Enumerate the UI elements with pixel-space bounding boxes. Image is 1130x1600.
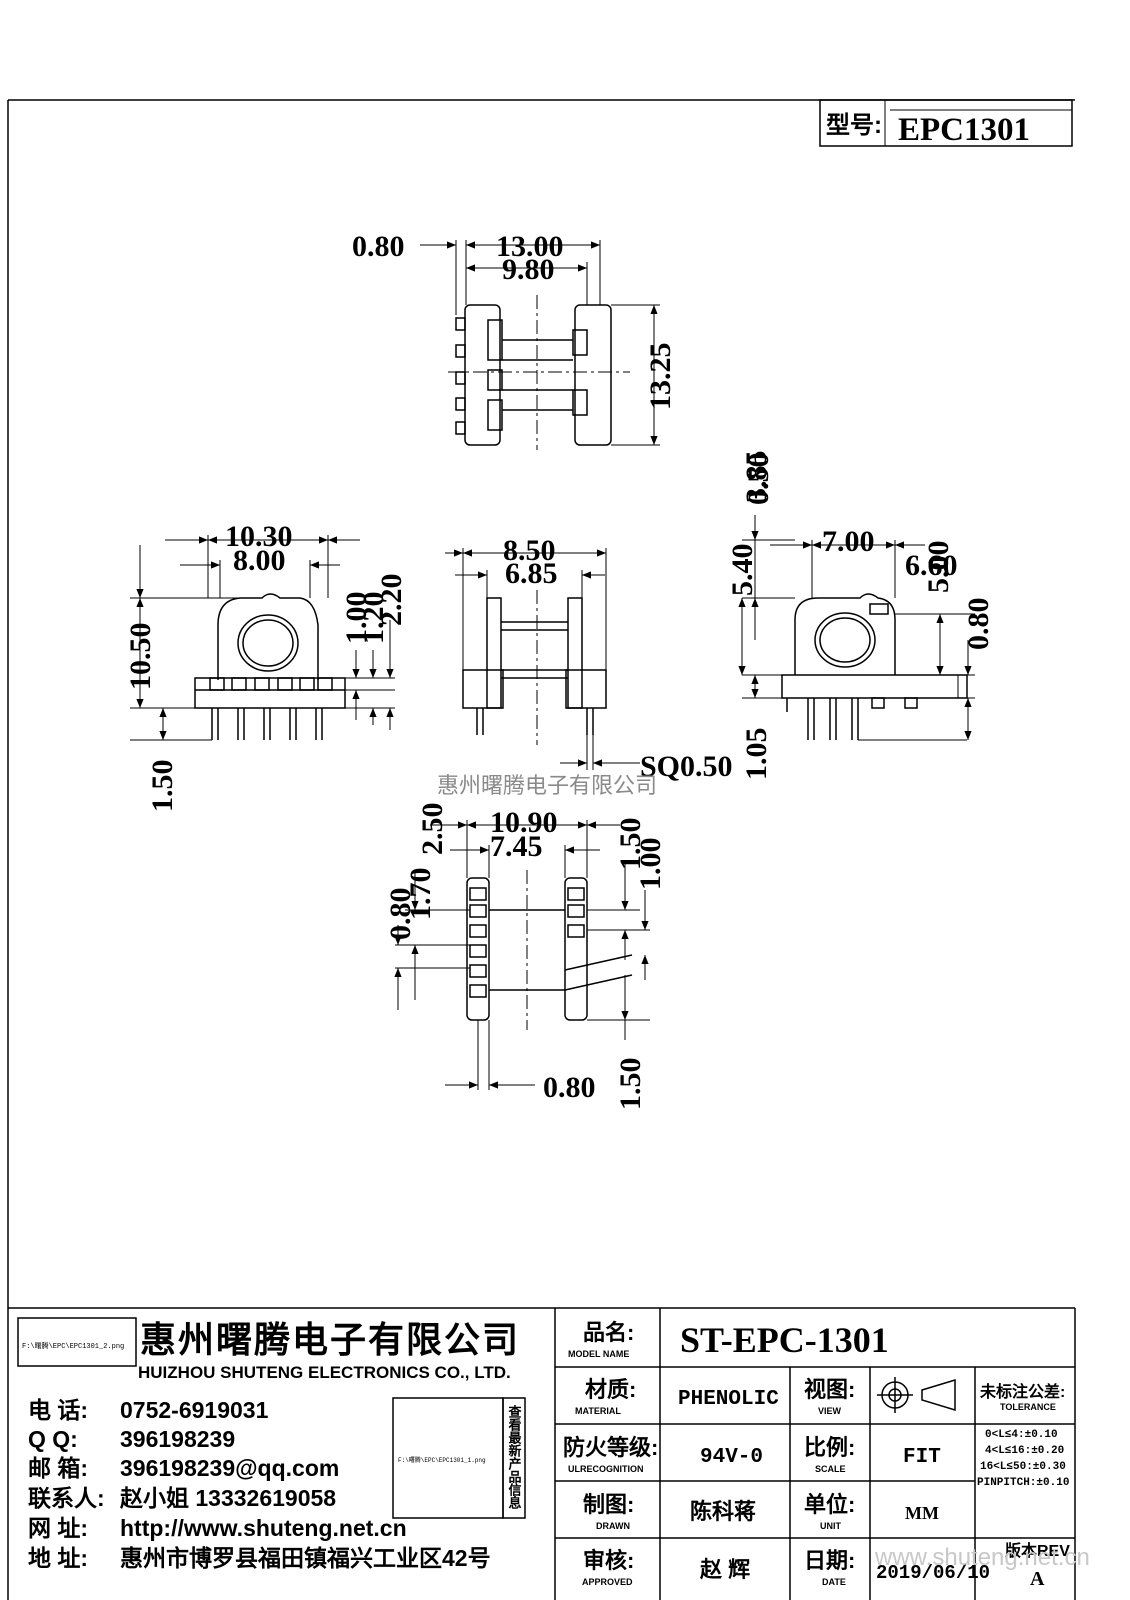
watermark-text: 惠州曙腾电子有限公司 <box>437 773 657 798</box>
tolerance-title: 未标注公差: <box>979 1382 1065 1401</box>
flame-label: 防火等级: <box>563 1435 658 1460</box>
dim-right-7-00: 7.00 <box>822 525 875 558</box>
dim-left-10-30: 10.30 <box>225 520 293 553</box>
company-name-cn: 惠州曙腾电子有限公司 <box>140 1319 520 1360</box>
contact-qq-value: 396198239 <box>120 1426 235 1452</box>
date-label: 日期: <box>804 1548 855 1573</box>
drawn-value: 陈科蒋 <box>690 1499 756 1524</box>
dim-bot-0-80b: 0.80 <box>543 1071 596 1104</box>
dim-bot-1-50b: 1.50 <box>614 1058 647 1111</box>
front-view-left <box>130 535 395 741</box>
dim-bot-1-00: 1.00 <box>634 838 667 891</box>
dim-mid-sq0-50: SQ0.50 <box>640 750 733 783</box>
contact-person-value: 赵小姐 13332619058 <box>119 1485 336 1511</box>
rev-label: 版本REV <box>1004 1541 1070 1560</box>
flame-en: ULRECOGNITION <box>568 1464 644 1474</box>
dim-right-5-00: 5.00 <box>922 541 955 594</box>
tolerance-item: PINPITCH:±0.10 <box>977 1477 1069 1489</box>
dim-right-5-40: 5.40 <box>726 544 759 597</box>
unit-value: MM <box>905 1503 939 1523</box>
contact-list: 电 话: 0752-6919031 Q Q: 396198239 邮 箱: 39… <box>28 1397 491 1571</box>
rev-value: A <box>1030 1568 1045 1590</box>
date-en: DATE <box>822 1577 846 1587</box>
tolerance-item: 0<L≤4:±0.10 <box>985 1429 1058 1441</box>
contact-person-label: 联系人: <box>28 1485 105 1511</box>
date-value: 2019/06/10 <box>876 1562 990 1584</box>
dim-right-3-85: 3.85 <box>740 451 773 504</box>
dim-top-13-00: 13.00 <box>496 230 564 263</box>
front-view-right <box>738 515 975 741</box>
side-view-middle <box>445 548 640 770</box>
dim-left-8-00: 8.00 <box>233 544 286 577</box>
material-value: PHENOLIC <box>678 1388 779 1411</box>
contact-website-label: 网 址: <box>28 1515 88 1541</box>
model-label: 型号: <box>826 112 882 139</box>
site-watermark: www.shuteng.net.cn <box>874 1544 1090 1571</box>
material-label: 材质: <box>585 1377 636 1402</box>
contact-address-value: 惠州市博罗县福田镇福兴工业区42号 <box>120 1545 491 1571</box>
dim-top-13-25: 13.25 <box>644 343 677 411</box>
dim-left-1-50: 1.50 <box>146 760 179 813</box>
scale-label: 比例: <box>804 1435 855 1460</box>
dim-left-2-20: 2.20 <box>375 574 408 627</box>
tolerance-item: 16<L≤50:±0.30 <box>980 1461 1066 1473</box>
scale-value: FIT <box>903 1446 941 1469</box>
tolerance-en: TOLERANCE <box>1000 1402 1056 1412</box>
model-name-label: 品名: <box>583 1320 634 1345</box>
dim-bot-10-90: 10.90 <box>490 806 558 839</box>
contact-qq-label: Q Q: <box>28 1426 78 1452</box>
company-name-en: HUIZHOU SHUTENG ELECTRONICS CO., LTD. <box>138 1363 511 1382</box>
contact-email-label: 邮 箱: <box>28 1455 88 1481</box>
contact-phone-label: 电 话: <box>28 1397 88 1423</box>
dim-mid-8-50: 8.50 <box>503 534 556 567</box>
contact-website-value: http://www.shuteng.net.cn <box>120 1515 407 1541</box>
model-value: EPC1301 <box>898 112 1030 148</box>
dim-right-6-60: 6.60 <box>905 549 958 582</box>
qr-path-text: F:\曙腾\EPC\EPC1301_1.png <box>398 1456 486 1464</box>
dim-bot-7-45: 7.45 <box>490 830 543 863</box>
title-block-frame <box>8 1307 1076 1600</box>
model-name-en: MODEL NAME <box>568 1349 629 1359</box>
tolerance-item: 4<L≤16:±0.20 <box>985 1445 1064 1457</box>
view-label: 视图: <box>804 1377 855 1402</box>
dim-right-0-50: 0.50 <box>742 453 775 506</box>
sheet-frame <box>7 99 1075 1600</box>
projection-symbol-icon <box>877 1377 956 1413</box>
bottom-view <box>394 820 650 1090</box>
drawn-en: DRAWN <box>596 1521 630 1531</box>
dim-bot-0-80: 0.80 <box>384 888 417 941</box>
dim-right-1-05: 1.05 <box>740 728 773 781</box>
view-en: VIEW <box>818 1406 842 1416</box>
company-path-box: F:\曙腾\EPC\EPC1301_2.png <box>22 1341 124 1351</box>
unit-label: 单位: <box>804 1492 855 1517</box>
contact-email-value: 396198239@qq.com <box>120 1455 339 1481</box>
dim-left-10-50: 10.50 <box>124 623 157 691</box>
dim-left-1-20: 1.20 <box>357 592 390 645</box>
drawn-label: 制图: <box>583 1492 634 1517</box>
tolerance-list: 0<L≤4:±0.10 4<L≤16:±0.20 16<L≤50:±0.30 P… <box>977 1429 1069 1489</box>
dim-mid-6-85: 6.85 <box>505 557 558 590</box>
unit-en: UNIT <box>820 1521 841 1531</box>
model-name-value: ST-EPC-1301 <box>680 1320 889 1360</box>
scale-en: SCALE <box>815 1464 846 1474</box>
dim-top-0-80: 0.80 <box>352 230 405 263</box>
approved-value: 赵 辉 <box>699 1557 750 1582</box>
top-view <box>420 240 660 450</box>
contact-phone-value: 0752-6919031 <box>120 1397 269 1423</box>
dim-bot-1-70: 1.70 <box>404 868 437 921</box>
contact-address-label: 地 址: <box>28 1545 88 1571</box>
approved-en: APPROVED <box>582 1577 633 1587</box>
flame-value: 94V-0 <box>700 1446 763 1469</box>
material-en: MATERIAL <box>575 1406 621 1416</box>
dim-left-1-00: 1.00 <box>340 592 373 645</box>
approved-label: 审核: <box>583 1548 634 1573</box>
dim-bot-2-50: 2.50 <box>416 803 449 856</box>
qr-caption: 查看最新产品信息 <box>507 1404 523 1510</box>
dim-top-9-80: 9.80 <box>502 253 555 286</box>
dim-right-0-80: 0.80 <box>962 598 995 651</box>
dim-bot-1-50: 1.50 <box>614 818 647 871</box>
